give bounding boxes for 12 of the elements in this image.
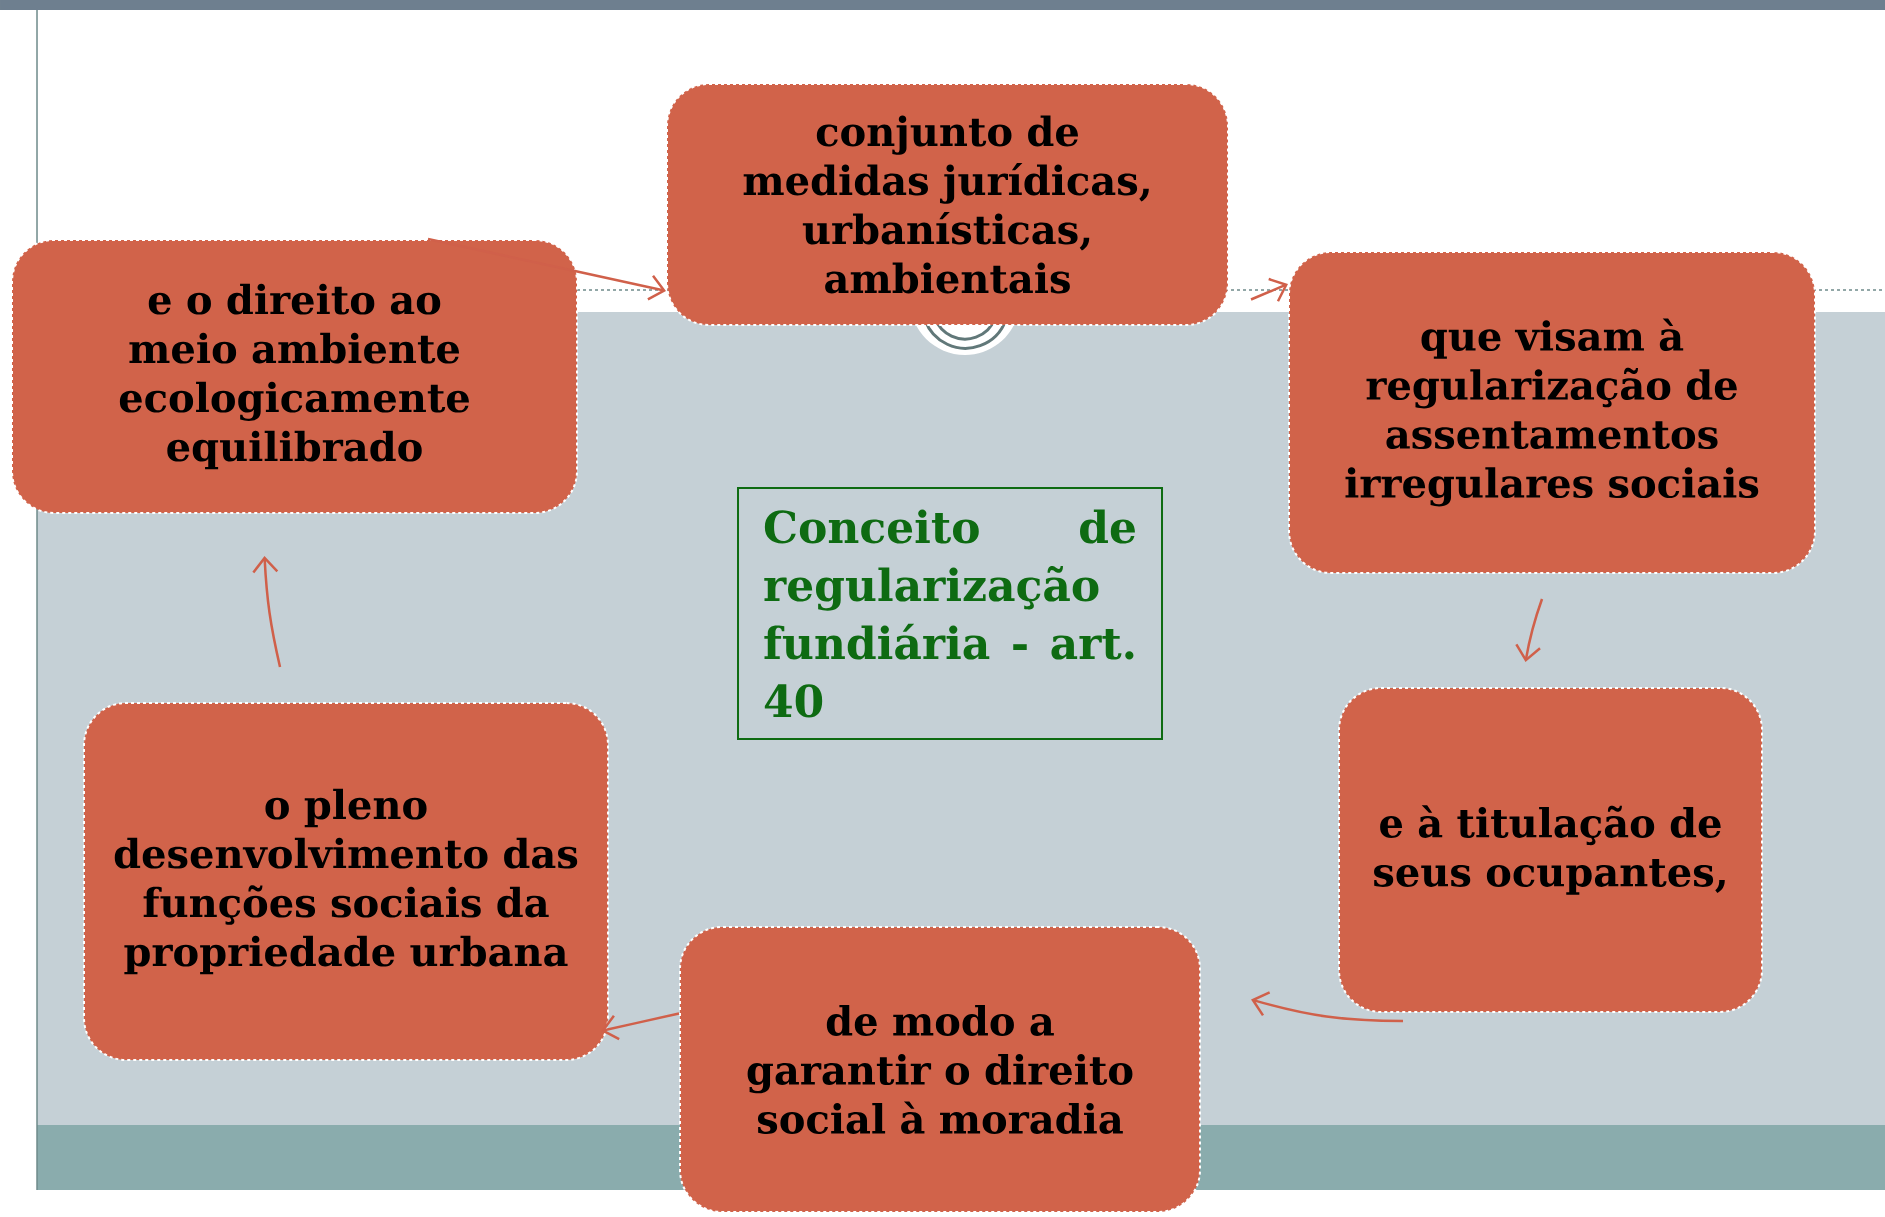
title-box: Conceito de regularização fundiária - art. 40 bbox=[737, 487, 1163, 740]
arrow bbox=[1251, 991, 1403, 1023]
arrow bbox=[427, 237, 666, 301]
process-box: que visam à regularização de assentamentos irregulares sociais bbox=[1288, 251, 1816, 574]
arrow bbox=[1515, 598, 1544, 662]
arrow bbox=[1250, 277, 1288, 302]
process-box: de modo a garantir o direito social à moradia bbox=[679, 926, 1201, 1213]
process-box: conjunto de medidas jurídicas, urbanísticas, ambientais bbox=[666, 83, 1229, 326]
process-box: e o direito ao meio ambiente ecologicamente equilibrado bbox=[11, 239, 578, 514]
process-box: o pleno desenvolvimento das funções sociais da propriedade urbana bbox=[83, 702, 609, 1061]
arrow bbox=[252, 556, 282, 668]
process-box: e à titulação de seus ocupantes, bbox=[1338, 687, 1763, 1013]
